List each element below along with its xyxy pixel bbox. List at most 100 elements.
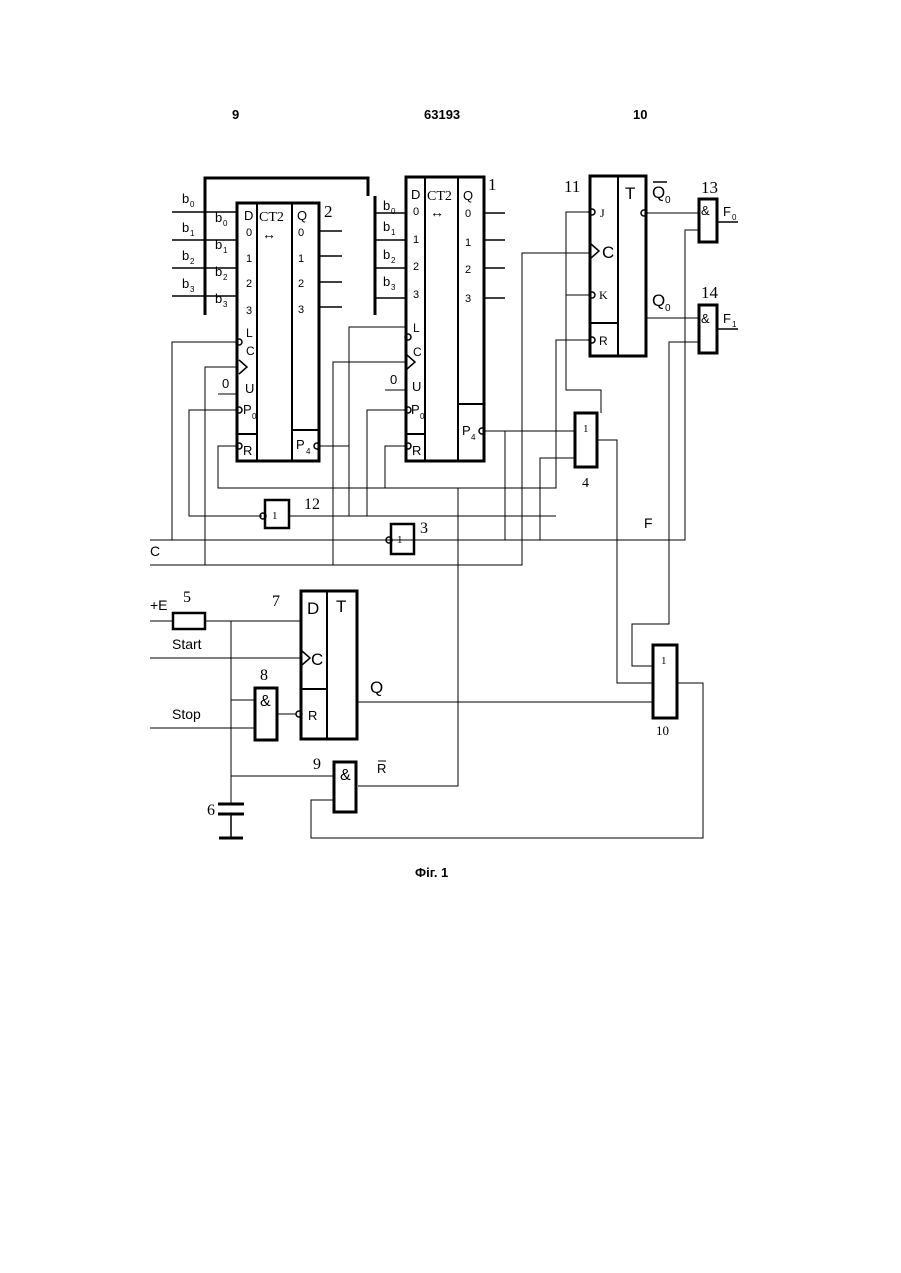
- svg-text:1: 1: [465, 237, 471, 249]
- label-p4-sub: 4: [306, 447, 311, 456]
- label-dff-c: C: [311, 650, 323, 669]
- label-start: Start: [172, 636, 202, 652]
- label-dff-t: T: [336, 597, 346, 616]
- svg-text:b: b: [383, 198, 390, 213]
- label-counter-1: 1: [488, 175, 497, 194]
- d-flipflop-7: [296, 591, 357, 739]
- label-q1: 1: [298, 253, 304, 265]
- label-d3: 3: [246, 305, 252, 317]
- svg-text:b: b: [215, 264, 222, 279]
- label-qbar0: Q: [652, 183, 665, 202]
- or-gate-4: [575, 413, 597, 467]
- svg-text:0: 0: [465, 208, 471, 220]
- svg-text:C: C: [413, 345, 422, 359]
- label-l: L: [246, 326, 253, 340]
- svg-text:b: b: [182, 248, 189, 263]
- svg-text:1: 1: [391, 228, 396, 237]
- svg-text:4: 4: [471, 433, 476, 442]
- svg-text:b: b: [383, 219, 390, 234]
- svg-text:b: b: [383, 247, 390, 262]
- label-7: 7: [272, 593, 280, 610]
- svg-text:1: 1: [661, 655, 667, 667]
- label-k: K: [599, 288, 608, 302]
- label-q0: 0: [298, 227, 304, 239]
- label-ct2: CT2: [259, 210, 284, 225]
- label-zero: 0: [222, 376, 229, 391]
- svg-text:&: &: [260, 693, 271, 710]
- label-4: 4: [582, 476, 589, 491]
- label-rbar: R: [377, 761, 386, 776]
- label-jk-c: C: [602, 243, 614, 262]
- svg-text:2: 2: [391, 256, 396, 265]
- svg-text:0: 0: [665, 303, 671, 314]
- svg-text:0: 0: [391, 207, 396, 216]
- label-q2: 2: [298, 278, 304, 290]
- label-q3: 3: [298, 304, 304, 316]
- label-8: 8: [260, 667, 268, 684]
- svg-text:&: &: [701, 311, 710, 326]
- svg-text:b: b: [182, 220, 189, 235]
- label-3: 3: [420, 520, 428, 537]
- svg-text:2: 2: [190, 257, 195, 266]
- label-d2: 2: [246, 278, 252, 290]
- label-14: 14: [701, 283, 719, 302]
- label-jk-r: R: [599, 334, 608, 348]
- svg-text:b: b: [215, 291, 222, 306]
- svg-text:0: 0: [390, 372, 397, 387]
- svg-text:R: R: [412, 443, 421, 458]
- label-c-line: C: [150, 543, 160, 559]
- label-f0: F: [723, 204, 731, 219]
- label-10: 10: [656, 723, 669, 738]
- label-c: C: [246, 344, 255, 358]
- jk-flipflop-11: [589, 176, 647, 356]
- label-arrows: ↔: [262, 228, 276, 243]
- label-j: J: [600, 206, 605, 220]
- label-jk-t: T: [625, 184, 635, 203]
- label-9: 9: [313, 756, 321, 773]
- svg-text:3: 3: [465, 293, 471, 305]
- svg-text:0: 0: [190, 200, 195, 209]
- svg-text:0: 0: [420, 412, 425, 421]
- label-dff-d: D: [307, 599, 319, 618]
- label-13: 13: [701, 178, 718, 197]
- svg-text:CT2: CT2: [427, 189, 452, 204]
- label-d: D: [244, 208, 253, 223]
- svg-text:b: b: [383, 274, 390, 289]
- label-dff-r: R: [308, 708, 317, 723]
- svg-text:3: 3: [190, 285, 195, 294]
- svg-text:1: 1: [397, 534, 403, 546]
- counter-1-labels: D 0 1 2 3 L C U P 0 R CT2 ↔ Q 0 1 2 3 P …: [383, 175, 497, 458]
- label-p4: P: [296, 437, 305, 452]
- svg-text:2: 2: [413, 261, 419, 273]
- label-12: 12: [304, 496, 320, 513]
- svg-text:U: U: [412, 379, 421, 394]
- label-p-sub: 0: [252, 412, 257, 421]
- svg-text:1: 1: [732, 320, 737, 329]
- svg-text:0: 0: [223, 219, 228, 228]
- label-r: R: [243, 443, 252, 458]
- resistor-5: [173, 613, 205, 629]
- figure-caption: Фіг. 1: [415, 865, 448, 880]
- svg-text:&: &: [340, 767, 351, 784]
- svg-text:b: b: [215, 237, 222, 252]
- svg-text:1: 1: [413, 234, 419, 246]
- svg-text:b: b: [215, 210, 222, 225]
- label-q: Q: [297, 208, 307, 223]
- svg-text:3: 3: [391, 283, 396, 292]
- label-f1: F: [723, 311, 731, 326]
- label-d1: 1: [246, 253, 252, 265]
- label-counter-2: 2: [324, 202, 333, 221]
- svg-text:1: 1: [272, 510, 278, 522]
- svg-text:1: 1: [190, 229, 195, 238]
- label-11: 11: [564, 177, 580, 196]
- svg-text:Q: Q: [463, 188, 473, 203]
- svg-text:0: 0: [413, 206, 419, 218]
- label-5: 5: [183, 589, 191, 606]
- label-p: P: [243, 402, 252, 417]
- svg-text:3: 3: [223, 300, 228, 309]
- label-stop: Stop: [172, 706, 201, 722]
- svg-text:0: 0: [732, 213, 737, 222]
- label-b0-outer: b: [182, 191, 189, 206]
- svg-text:0: 0: [665, 195, 671, 206]
